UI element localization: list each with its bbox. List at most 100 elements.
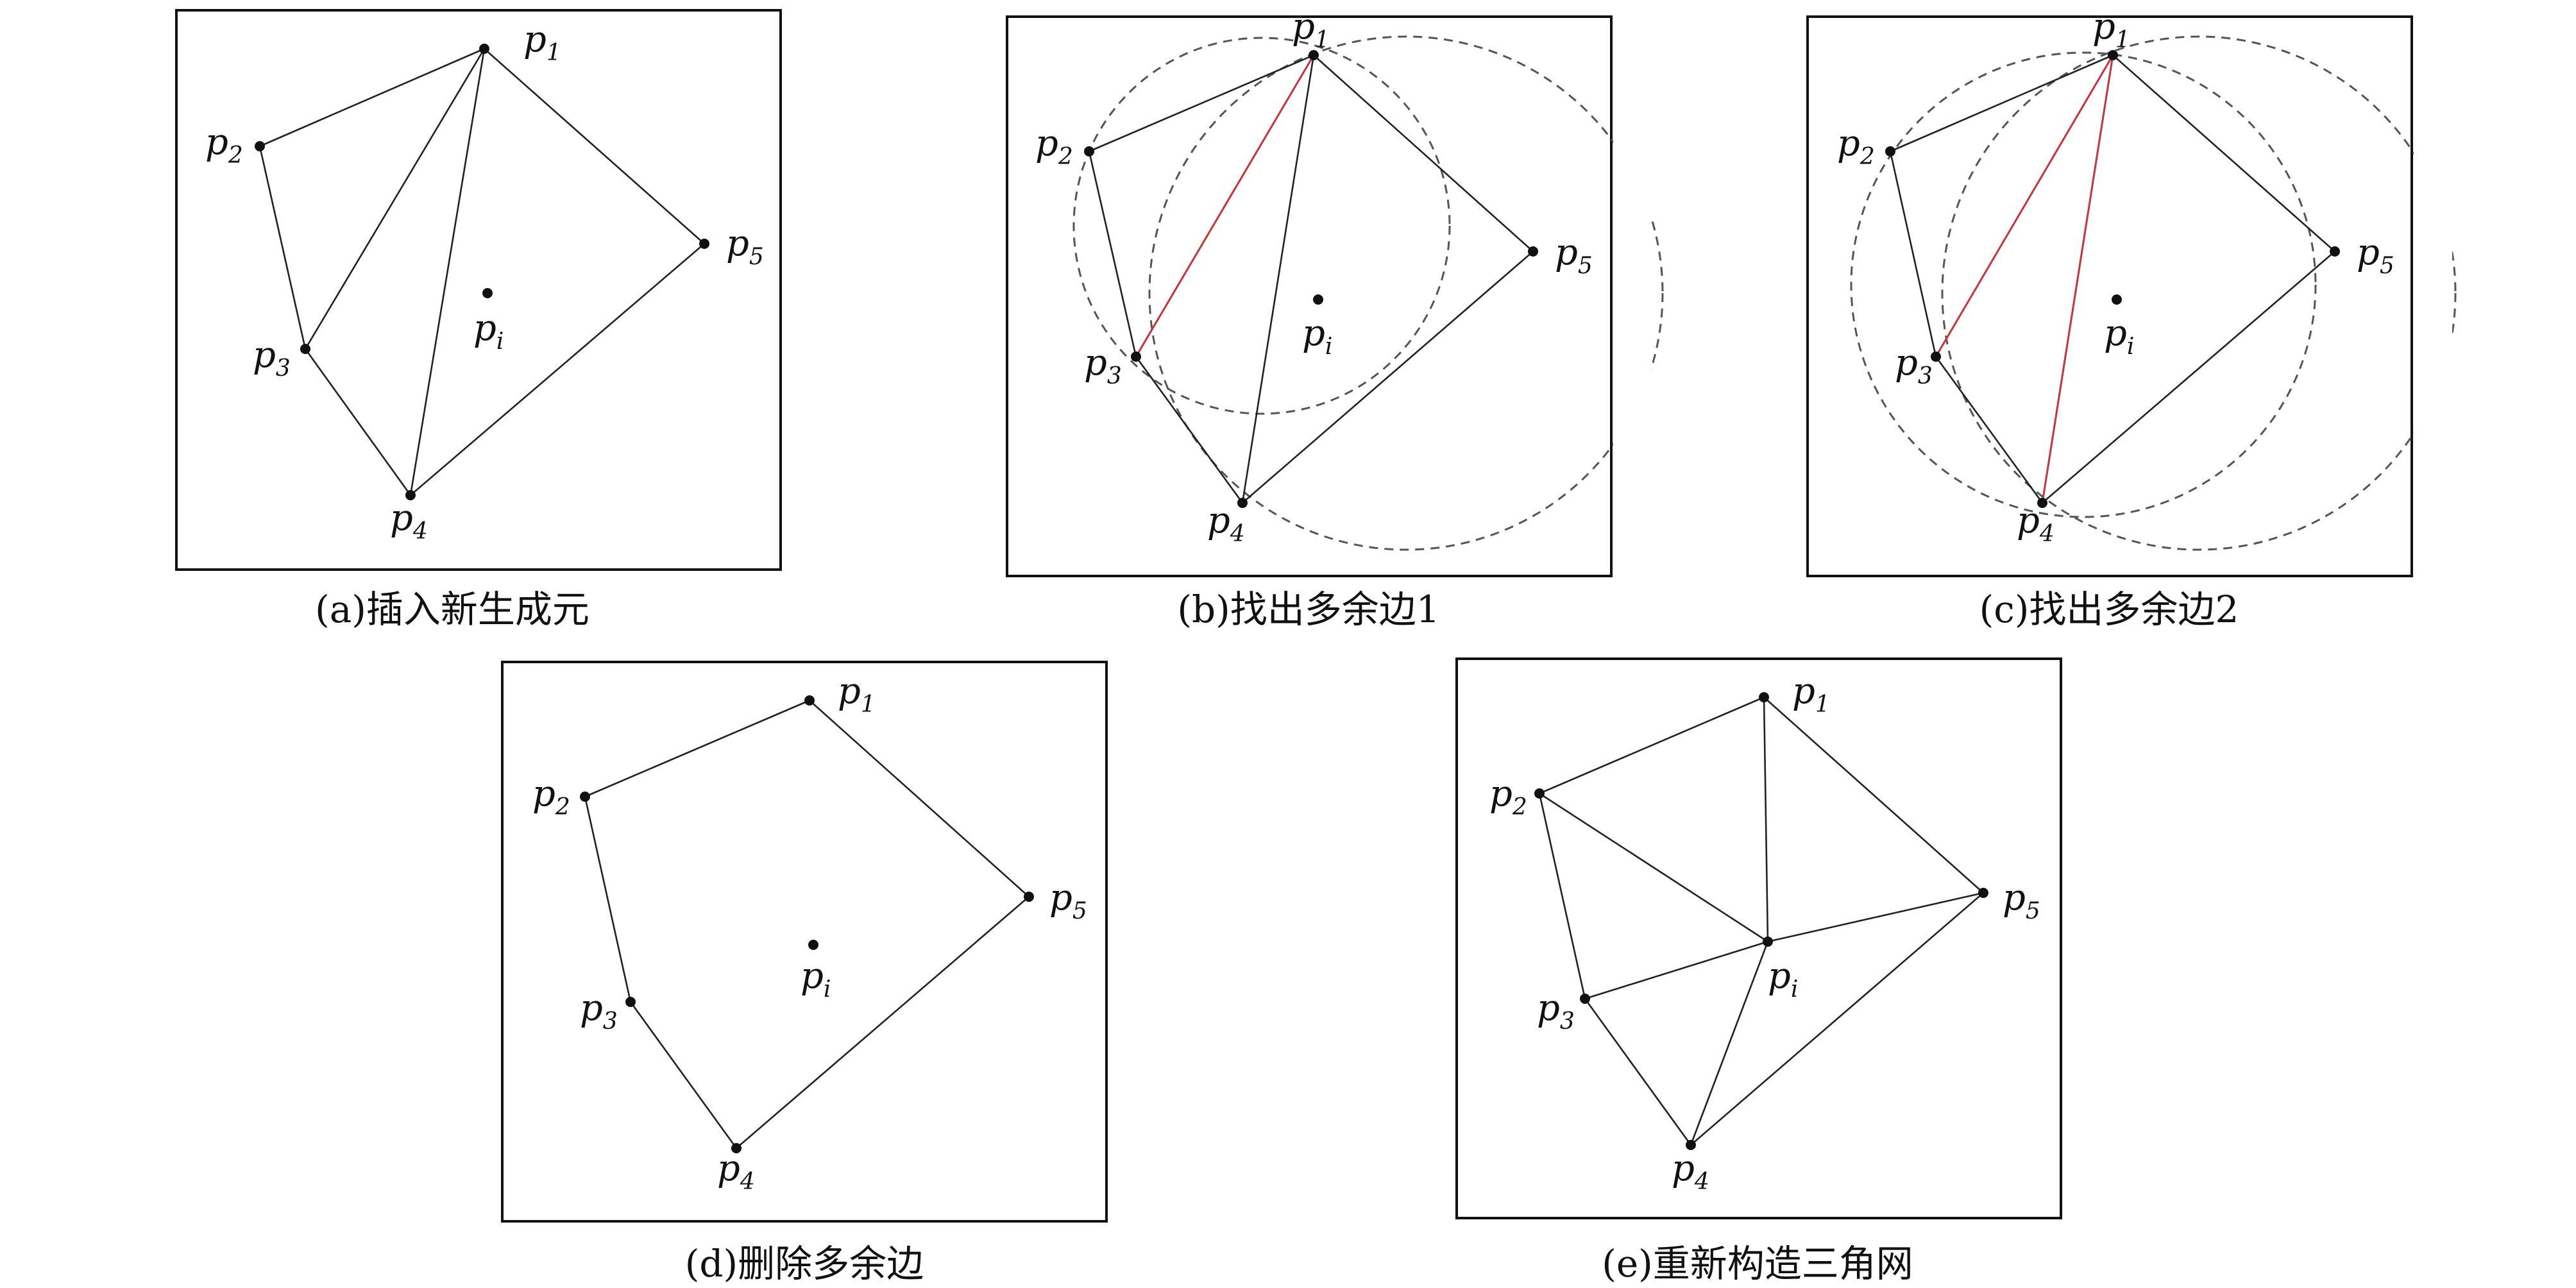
point-label: p2: [205, 121, 243, 169]
point: [1580, 994, 1590, 1004]
panel-e-caption: (e)重新构造三角网: [1602, 1242, 1913, 1285]
edge: [1935, 356, 2044, 504]
edge: [1538, 793, 1586, 999]
point: [1759, 692, 1769, 702]
point-label: p2: [1837, 123, 1875, 170]
panel-a-caption: (a)插入新生成元: [315, 588, 589, 631]
point-label: p4: [1207, 500, 1245, 547]
point: [808, 940, 818, 950]
panel-d-caption: (d)删除多余边: [685, 1242, 924, 1285]
edge: [409, 48, 486, 496]
circumcircle: [1941, 35, 2457, 551]
point: [731, 1143, 741, 1153]
edge: [1690, 892, 1984, 1146]
point: [625, 997, 636, 1007]
point: [1309, 50, 1319, 60]
point-label: p1: [523, 19, 561, 66]
point-label: p5: [1555, 232, 1593, 279]
point: [1237, 498, 1248, 508]
point: [1978, 888, 1988, 898]
point: [804, 695, 815, 706]
point-label: p3: [1084, 342, 1122, 389]
panel-c-frame: [1806, 15, 2413, 577]
point: [1534, 788, 1545, 799]
edge: [1088, 151, 1137, 357]
point: [1131, 352, 1141, 362]
point: [405, 490, 416, 500]
point-label: p5: [2003, 877, 2040, 924]
panel-e-frame: [1455, 657, 2062, 1219]
point-label: p5: [2357, 232, 2394, 279]
point-label: pi: [2104, 312, 2134, 360]
edge: [304, 48, 486, 350]
edge: [584, 796, 632, 1003]
point: [1313, 294, 1323, 305]
point-label: p3: [580, 987, 618, 1035]
point-label: p1: [2092, 6, 2130, 53]
panel-b-frame: [1006, 15, 1613, 577]
point: [255, 141, 265, 151]
panel-d-frame: [501, 661, 1108, 1223]
edge: [629, 1001, 738, 1149]
edge: [1539, 792, 1768, 943]
point: [1084, 146, 1094, 157]
point-label: p2: [532, 773, 570, 820]
circumcircle: [1148, 35, 1664, 551]
panel-e: p1 p2 p3 p4 p5 pi (e)重新构造三角网: [1455, 657, 2062, 1285]
point-label: p4: [2017, 500, 2055, 547]
point-label: p1: [1292, 6, 1330, 53]
point: [2330, 246, 2340, 257]
point-label: p1: [1792, 670, 1830, 718]
point-label: p4: [1672, 1148, 1709, 1195]
point-label: p3: [253, 334, 291, 382]
point-label: p1: [838, 670, 876, 718]
panel-c-caption: (c)找出多余边2: [1979, 588, 2239, 631]
edge: [1584, 998, 1692, 1146]
edge: [1690, 941, 1769, 1146]
edge: [1763, 697, 1984, 894]
point: [479, 44, 489, 54]
point-label: p2: [1489, 773, 1527, 820]
panel-a: p1 p2 p3 p4 p5 pi (a)插入新生成元: [175, 9, 782, 631]
edge: [1584, 940, 1768, 1000]
redundant-edge: [2041, 55, 2114, 504]
edge: [258, 146, 307, 350]
edge: [484, 48, 705, 244]
edge: [1890, 54, 2114, 153]
point-label: pi: [1302, 312, 1332, 360]
point: [1528, 246, 1538, 257]
panel-c: p1 p2 p3 p4 p5 pi (c)找出多余边2: [1806, 6, 2457, 631]
point: [1686, 1140, 1696, 1150]
frame-mask: [1613, 13, 1652, 584]
panel-b-caption: (b)找出多余边1: [1177, 588, 1439, 631]
point-label: pi: [473, 307, 504, 355]
point-label: p5: [1049, 877, 1087, 924]
point-label: p3: [1895, 342, 1933, 389]
edge: [1242, 251, 1534, 504]
edge: [584, 699, 810, 798]
redundant-edge: [1935, 55, 2114, 357]
edge: [1089, 54, 1314, 153]
point-label: pi: [1768, 955, 1798, 1003]
frame-mask: [2414, 13, 2452, 584]
edge: [736, 896, 1030, 1149]
point: [2112, 294, 2122, 305]
point: [2037, 498, 2047, 508]
edge: [809, 700, 1030, 897]
point-label: p4: [390, 497, 428, 545]
edge: [410, 243, 705, 496]
point: [699, 239, 709, 249]
edge: [1889, 151, 1937, 357]
redundant-edge: [1135, 55, 1315, 357]
edge: [1241, 55, 1315, 504]
edge: [1313, 55, 1534, 252]
edge: [259, 47, 485, 148]
panel-a-frame: [175, 9, 782, 571]
panel-d: p1 p2 p3 p4 p5 pi (d)删除多余边: [501, 661, 1108, 1285]
circumcircle: [1850, 51, 2317, 518]
circumcircle: [1072, 37, 1451, 415]
point: [580, 792, 590, 802]
edge: [1539, 696, 1765, 795]
point: [1763, 936, 1773, 947]
